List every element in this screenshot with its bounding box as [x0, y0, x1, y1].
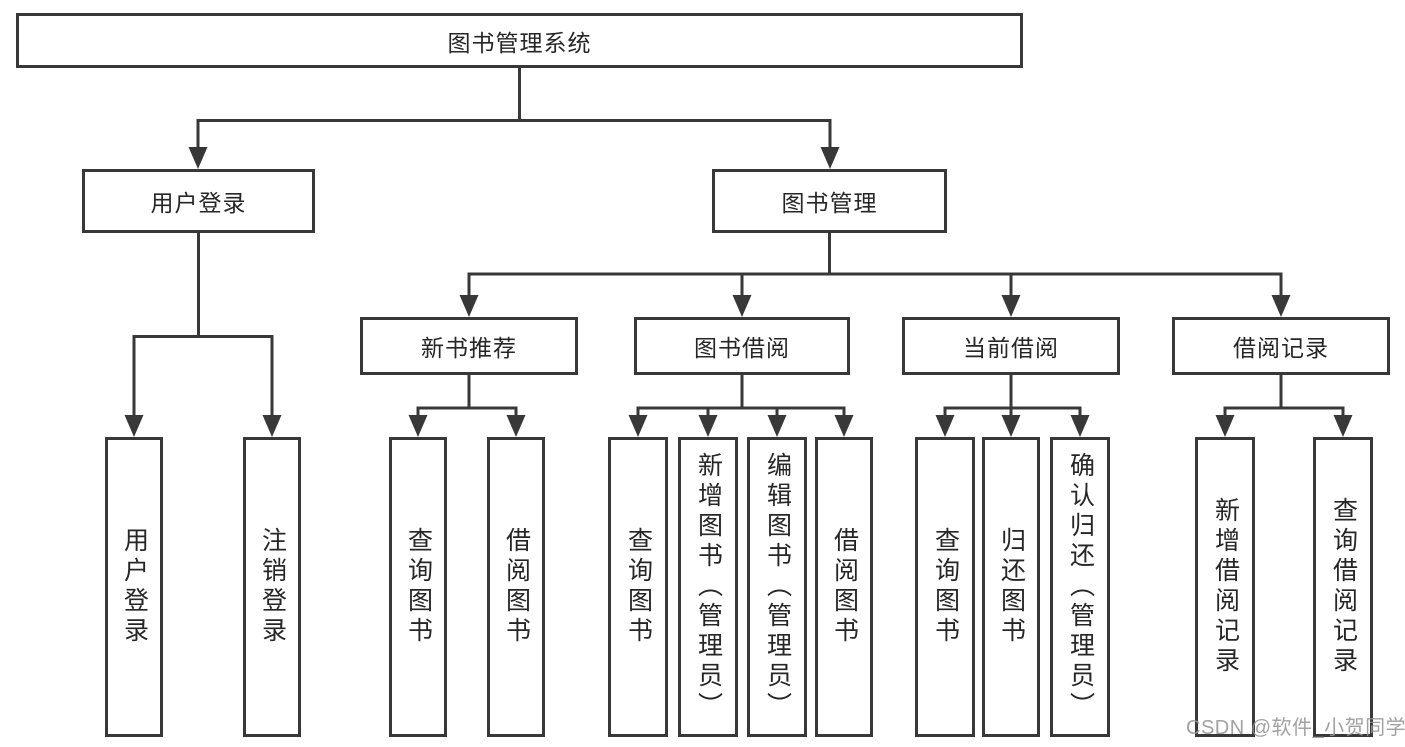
connector-book-management-groups [459, 233, 1291, 317]
leaf-query-borrow-record: 查询借阅记录 [1313, 437, 1373, 737]
leaf-query-books-recommend: 查询图书 [389, 437, 447, 737]
node-book-borrow: 图书借阅 [634, 317, 850, 375]
connector-path [416, 375, 518, 418]
arrow-down-icon [1333, 415, 1353, 437]
connector-path [196, 68, 832, 152]
leaf-query-books-borrow: 查询图书 [608, 437, 668, 737]
watermark: CSDN @软件_小贺同学 [1186, 717, 1405, 739]
leaf-add-book-admin: 新增图书（管理员） [678, 437, 738, 737]
leaf-logout: 注销登录 [243, 437, 301, 737]
connector-path [1223, 375, 1345, 418]
connector-book-borrow-children [628, 375, 854, 437]
arrow-down-icon [820, 147, 840, 169]
connector-borrow-records-children [1215, 375, 1353, 437]
arrow-down-icon [124, 415, 144, 437]
connector-root-branches [188, 68, 840, 169]
arrow-down-icon [1070, 415, 1090, 437]
arrow-down-icon [1215, 415, 1235, 437]
leaf-return-book: 归还图书 [982, 437, 1040, 737]
node-current-borrow: 当前借阅 [902, 317, 1120, 375]
arrow-down-icon [767, 415, 787, 437]
connector-user-login-children [124, 233, 282, 437]
arrow-down-icon [408, 415, 428, 437]
connector-path [467, 233, 1283, 298]
leaf-query-books-current: 查询图书 [915, 437, 975, 737]
leaf-edit-book-admin: 编辑图书（管理员） [747, 437, 807, 737]
arrow-down-icon [1271, 295, 1291, 317]
arrow-down-icon [1001, 415, 1021, 437]
node-book-management: 图书管理 [712, 169, 947, 233]
node-user-login: 用户登录 [82, 169, 315, 233]
connector-current-borrow-children [935, 375, 1090, 437]
arrow-down-icon [459, 295, 479, 317]
node-root: 图书管理系统 [16, 13, 1023, 68]
connector-new-book-children [408, 375, 526, 437]
connector-path [636, 375, 846, 418]
arrow-down-icon [834, 415, 854, 437]
arrow-down-icon [628, 415, 648, 437]
arrow-down-icon [935, 415, 955, 437]
arrow-down-icon [506, 415, 526, 437]
leaf-confirm-return-admin: 确认归还（管理员） [1050, 437, 1110, 737]
node-new-book-recommend: 新书推荐 [360, 317, 578, 375]
arrow-down-icon [1001, 295, 1021, 317]
node-borrow-records: 借阅记录 [1172, 317, 1390, 375]
leaf-borrow-books: 借阅图书 [815, 437, 873, 737]
leaf-add-borrow-record: 新增借阅记录 [1195, 437, 1255, 737]
arrow-down-icon [698, 415, 718, 437]
arrow-down-icon [262, 415, 282, 437]
connector-path [132, 233, 274, 418]
arrow-down-icon [188, 147, 208, 169]
leaf-borrow-books-recommend: 借阅图书 [487, 437, 545, 737]
connector-path [943, 375, 1082, 418]
leaf-user-login: 用户登录 [105, 437, 163, 737]
arrow-down-icon [732, 295, 752, 317]
